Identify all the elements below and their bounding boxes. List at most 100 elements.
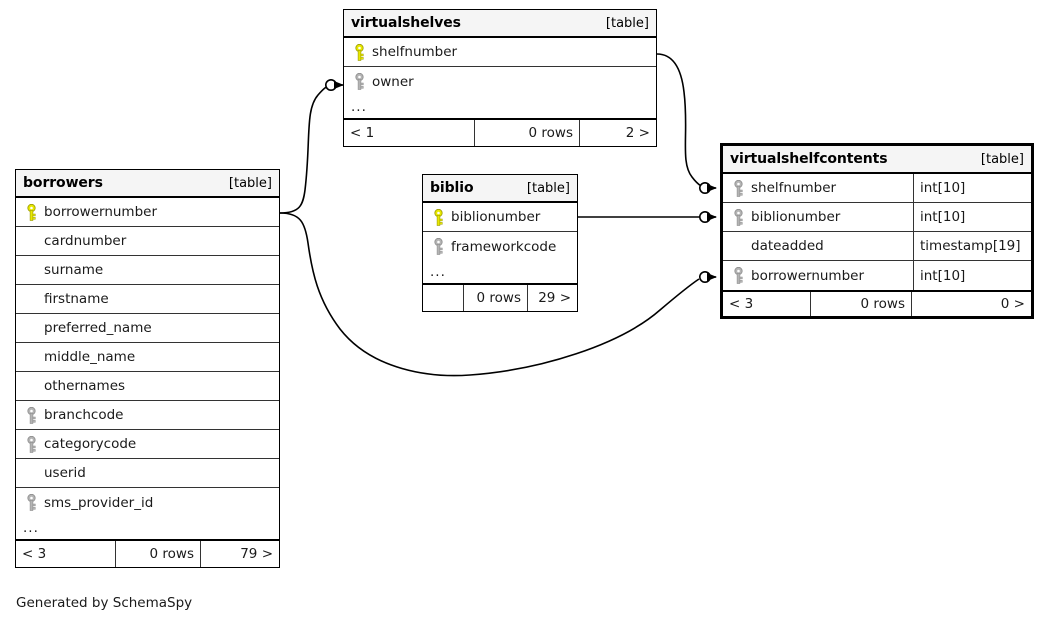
foreign-key-icon (729, 208, 748, 226)
column-name-cell: middle_name (16, 343, 279, 371)
column-name-cell: biblionumber (423, 203, 577, 231)
footer-parents-count[interactable]: < 3 (723, 292, 811, 316)
table-row[interactable]: preferred_name (16, 314, 279, 343)
column-name-cell: cardnumber (16, 227, 279, 255)
table-virtualshelfcontents[interactable]: virtualshelfcontents [table] shelf (720, 143, 1034, 319)
footer-row-count: 0 rows (475, 120, 580, 146)
column-label: biblionumber (751, 209, 841, 225)
footer-row-count: 0 rows (464, 285, 528, 311)
table-type-tag: [table] (980, 151, 1024, 167)
column-label: borrowernumber (44, 204, 158, 220)
column-name-cell: shelfnumber (723, 174, 913, 202)
column-name-cell: branchcode (16, 401, 279, 429)
table-row[interactable]: biblionumber int[10] (723, 203, 1031, 232)
table-columns: borrowernumber cardnumber surname firs (16, 198, 279, 517)
footer-children-count[interactable]: 79 > (240, 546, 273, 562)
table-borrowers[interactable]: borrowers [table] borrowernumber (15, 169, 280, 568)
column-label: firstname (44, 291, 109, 307)
footer-children-count[interactable]: 29 > (538, 290, 571, 306)
column-type: timestamp[19] (913, 232, 1031, 260)
table-row[interactable]: branchcode (16, 401, 279, 430)
column-label: owner (372, 73, 414, 90)
column-label: borrowernumber (751, 267, 865, 284)
foreign-key-icon (22, 494, 41, 511)
table-columns: shelfnumber owner (344, 38, 656, 96)
column-label: categorycode (44, 436, 137, 452)
edge-endpoint-circle (698, 182, 711, 195)
column-name-cell: shelfnumber (344, 38, 656, 66)
column-label: shelfnumber (751, 180, 837, 196)
column-label: branchcode (44, 407, 124, 423)
table-row[interactable]: cardnumber (16, 227, 279, 256)
table-title: biblio (430, 180, 474, 196)
column-name-cell: userid (16, 459, 279, 487)
edge-endpoint-circle (698, 270, 711, 283)
table-type-tag: [table] (526, 180, 570, 196)
more-columns-indicator: ... (423, 261, 577, 285)
table-footer-virtualshelves: < 1 0 rows 2 > (344, 120, 656, 146)
foreign-key-icon (22, 406, 41, 424)
footer-children-count[interactable]: 2 > (625, 125, 650, 141)
primary-key-icon (22, 203, 41, 221)
column-label: sms_provider_id (44, 494, 154, 511)
column-label: biblionumber (451, 209, 541, 225)
table-type-tag: [table] (228, 175, 272, 191)
column-name-cell: othernames (16, 372, 279, 400)
table-row[interactable]: borrowernumber int[10] (723, 261, 1031, 290)
column-name-cell: borrowernumber (723, 261, 913, 290)
footer-parents-count[interactable] (423, 285, 464, 311)
column-name-cell: frameworkcode (423, 232, 577, 261)
column-name-cell: firstname (16, 285, 279, 313)
table-title: virtualshelfcontents (730, 151, 888, 167)
column-label: frameworkcode (451, 238, 557, 255)
column-name-cell: surname (16, 256, 279, 284)
table-columns: biblionumber frameworkcode (423, 203, 577, 261)
column-label: userid (44, 465, 86, 481)
column-type: int[10] (913, 203, 1031, 231)
column-name-cell: preferred_name (16, 314, 279, 342)
table-row[interactable]: shelfnumber (344, 38, 656, 67)
foreign-key-icon (22, 435, 41, 453)
table-row[interactable]: firstname (16, 285, 279, 314)
table-row[interactable]: userid (16, 459, 279, 488)
edge-virtualshelves-to-virtualshelfcontents (656, 53, 702, 187)
table-row[interactable]: borrowernumber (16, 198, 279, 227)
table-row[interactable]: middle_name (16, 343, 279, 372)
footer-parents-count[interactable]: < 3 (16, 541, 116, 567)
table-row[interactable]: categorycode (16, 430, 279, 459)
column-name-cell: biblionumber (723, 203, 913, 231)
table-row[interactable]: surname (16, 256, 279, 285)
table-header-virtualshelfcontents: virtualshelfcontents [table] (723, 146, 1031, 174)
table-row[interactable]: sms_provider_id (16, 488, 279, 517)
primary-key-icon (350, 43, 369, 61)
column-name-cell: owner (344, 67, 656, 96)
table-footer-virtualshelfcontents: < 3 0 rows 0 > (723, 290, 1031, 316)
table-row[interactable]: shelfnumber int[10] (723, 174, 1031, 203)
footer-row-count: 0 rows (116, 541, 201, 567)
table-row[interactable]: frameworkcode (423, 232, 577, 261)
table-header-biblio: biblio [table] (423, 175, 577, 203)
generated-by-credit: Generated by SchemaSpy (16, 595, 193, 611)
foreign-key-icon (729, 179, 748, 197)
table-biblio[interactable]: biblio [table] biblionumber (422, 174, 578, 312)
table-row[interactable]: dateadded timestamp[19] (723, 232, 1031, 261)
edge-borrowers-to-virtualshelves (279, 84, 332, 214)
footer-row-count: 0 rows (811, 292, 912, 316)
footer-children-count[interactable]: 0 > (1000, 296, 1025, 312)
more-columns-indicator: ... (16, 517, 279, 541)
more-columns-indicator: ... (344, 96, 656, 120)
column-name-cell: dateadded (723, 232, 913, 260)
table-columns: shelfnumber int[10] biblio (723, 174, 1031, 290)
edge-endpoint-circle (324, 79, 337, 92)
foreign-key-icon (729, 267, 748, 284)
table-row[interactable]: owner (344, 67, 656, 96)
table-row[interactable]: othernames (16, 372, 279, 401)
table-header-borrowers: borrowers [table] (16, 170, 279, 198)
table-title: borrowers (23, 175, 103, 191)
table-header-virtualshelves: virtualshelves [table] (344, 10, 656, 38)
table-row[interactable]: biblionumber (423, 203, 577, 232)
footer-parents-count[interactable]: < 1 (344, 120, 475, 146)
table-virtualshelves[interactable]: virtualshelves [table] shelfnumber (343, 9, 657, 147)
column-name-cell: borrowernumber (16, 198, 279, 226)
